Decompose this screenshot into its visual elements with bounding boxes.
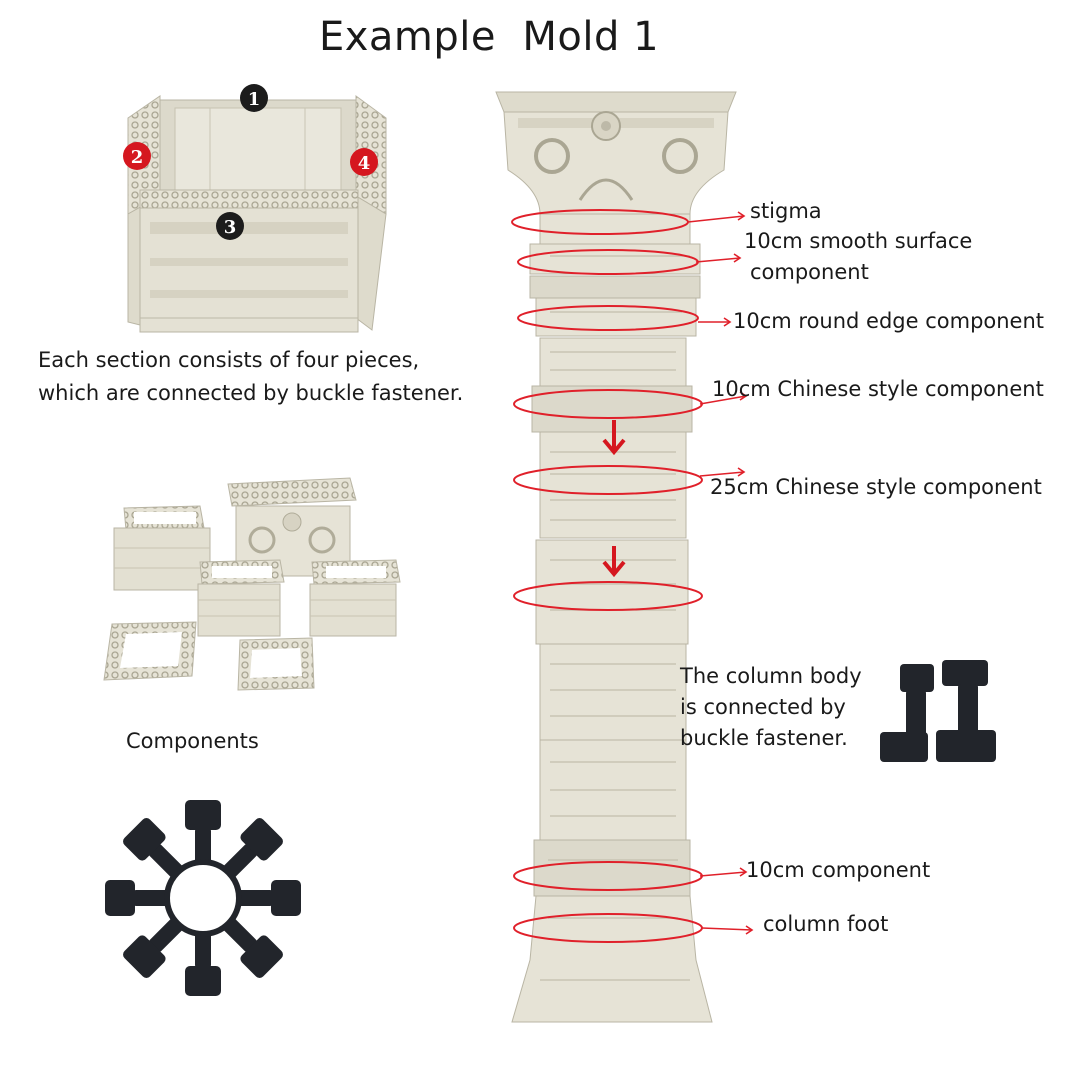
components-caption: Components xyxy=(126,729,259,753)
section-note-line1: Each section consists of four pieces, xyxy=(38,348,420,372)
marker-round-edge xyxy=(517,305,699,331)
mold-piece-right xyxy=(355,95,387,331)
column-body xyxy=(511,213,713,1023)
marker-lower xyxy=(513,581,703,611)
page-title: Example Mold 1 xyxy=(318,14,660,60)
column-illustration xyxy=(495,91,754,1023)
label-chinese-10: 10cm Chinese style component xyxy=(712,377,1044,401)
label-smooth-surface: 10cm smooth surface component xyxy=(744,226,972,288)
section-note-line2: which are connected by buckle fastener. xyxy=(38,381,464,405)
label-chinese-25: 25cm Chinese style component xyxy=(710,475,1042,499)
badge-1: 1 xyxy=(240,84,268,112)
fastener-ring-illustration xyxy=(105,800,301,996)
marker-chinese-25 xyxy=(513,465,703,495)
body-note-line1: The column body xyxy=(680,664,862,688)
badge-2: 2 xyxy=(123,142,151,170)
label-stigma: stigma xyxy=(750,199,822,223)
body-note-line3: buckle fastener. xyxy=(680,726,848,750)
column-body-lines xyxy=(540,255,690,981)
down-arrow-icon xyxy=(602,420,626,578)
components-illustration xyxy=(103,477,401,691)
label-smooth-line2: component xyxy=(750,260,869,284)
badge-3: 3 xyxy=(216,212,244,240)
badge-1-text: 1 xyxy=(248,89,261,110)
badge-3-text: 3 xyxy=(224,217,237,238)
stack-component-middle xyxy=(197,559,285,637)
badge-4-text: 4 xyxy=(358,153,371,174)
stack-component-left xyxy=(113,505,211,591)
frame-component-left xyxy=(103,621,197,681)
label-round-edge: 10cm round edge component xyxy=(733,309,1045,333)
badge-4: 4 xyxy=(350,148,378,176)
frame-component-right xyxy=(237,637,315,691)
label-column-foot: column foot xyxy=(763,912,889,936)
label-arrows xyxy=(687,211,754,935)
body-note: The column body is connected by buckle f… xyxy=(680,661,862,754)
buckle-fastener-illustration xyxy=(880,660,996,762)
label-smooth-line1: 10cm smooth surface xyxy=(744,229,973,253)
stack-component-right xyxy=(309,559,401,637)
column-capital xyxy=(495,91,737,215)
body-note-line2: is connected by xyxy=(680,695,846,719)
badge-2-text: 2 xyxy=(131,147,144,168)
label-component-10: 10cm component xyxy=(746,858,931,882)
mold-piece-front xyxy=(139,189,359,333)
mold-piece-back xyxy=(157,99,359,193)
section-note: Each section consists of four pieces, wh… xyxy=(38,344,463,410)
